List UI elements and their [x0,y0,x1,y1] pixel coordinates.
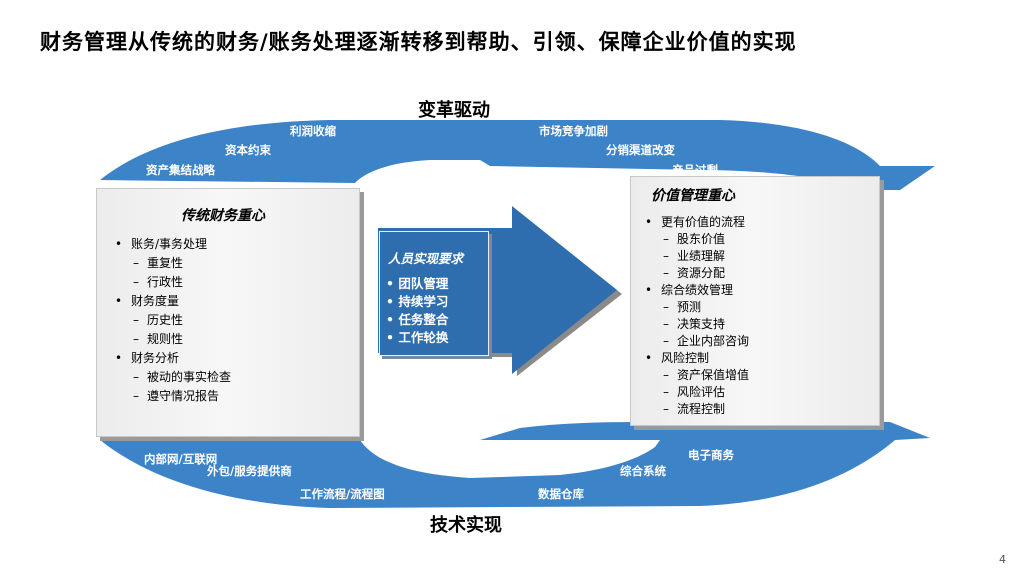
top-driver: 资产集结战略 [146,163,215,177]
list-item: –行政性 [133,275,184,289]
top-flow-label: 变革驱动 [418,100,490,121]
list-item: –被动的事实检查 [133,370,232,384]
list-item: –重复性 [133,256,184,270]
list-item: –风险评估 [663,385,726,399]
list-item: •财务度量 [115,294,180,308]
list-item: –规则性 [133,332,184,346]
value-management-box: 价值管理重心 •更有价值的流程 –股东价值 –业绩理解 –资源分配 •综合绩效管… [630,176,880,426]
bottom-driver: 电子商务 [688,448,734,462]
list-item: •风险控制 [645,351,710,365]
bottom-driver: 内部网/互联网 [144,452,218,466]
list-item: • 持续学习 [386,294,449,309]
box-title: 价值管理重心 [651,188,735,204]
top-band [100,120,935,190]
top-driver: 资本约束 [225,143,271,157]
list-item: –股东价值 [663,232,726,246]
list-item: –资源分配 [663,266,726,280]
traditional-finance-box: 传统财务重心 •账务/事务处理 –重复性 –行政性 •财务度量 –历史性 –规则… [96,188,360,437]
list-item: –流程控制 [663,402,726,416]
bottom-driver: 综合系统 [620,464,666,478]
list-item: • 团队管理 [386,276,449,291]
list-item: –遵守情况报告 [133,389,220,403]
list-item: •账务/事务处理 [115,237,208,251]
bottom-band [100,422,930,508]
list-item: –历史性 [133,313,184,327]
list-item: –资产保值增值 [663,368,750,382]
list-item: –业绩理解 [663,249,726,263]
people-requirements-box: 人员实现要求 • 团队管理 • 持续学习 • 任务整合 • 工作轮换 [379,231,489,356]
page-number: 4 [999,553,1006,566]
bottom-driver: 外包/服务提供商 [207,464,292,478]
bottom-flow-label: 技术实现 [430,515,502,536]
page-title: 财务管理从传统的财务/账务处理逐渐转移到帮助、引领、保障企业价值的实现 [40,30,797,54]
list-item: • 工作轮换 [386,330,449,345]
list-item: •综合绩效管理 [645,283,734,297]
top-driver: 利润收缩 [290,124,336,138]
bottom-driver: 数据仓库 [538,487,584,501]
list-item: –企业内部咨询 [663,334,750,348]
box-title: 传统财务重心 [181,208,265,224]
list-item: –决策支持 [663,317,726,331]
list-item: • 任务整合 [386,312,449,327]
list-item: •财务分析 [115,351,180,365]
bottom-driver: 工作流程/流程图 [300,487,385,501]
top-driver: 分销渠道改变 [606,143,675,157]
list-item: •更有价值的流程 [645,215,746,229]
top-driver: 产品过剩 [672,163,718,177]
box-title: 人员实现要求 [388,251,464,266]
top-driver: 市场竞争加剧 [539,124,608,138]
list-item: –预测 [663,300,702,314]
